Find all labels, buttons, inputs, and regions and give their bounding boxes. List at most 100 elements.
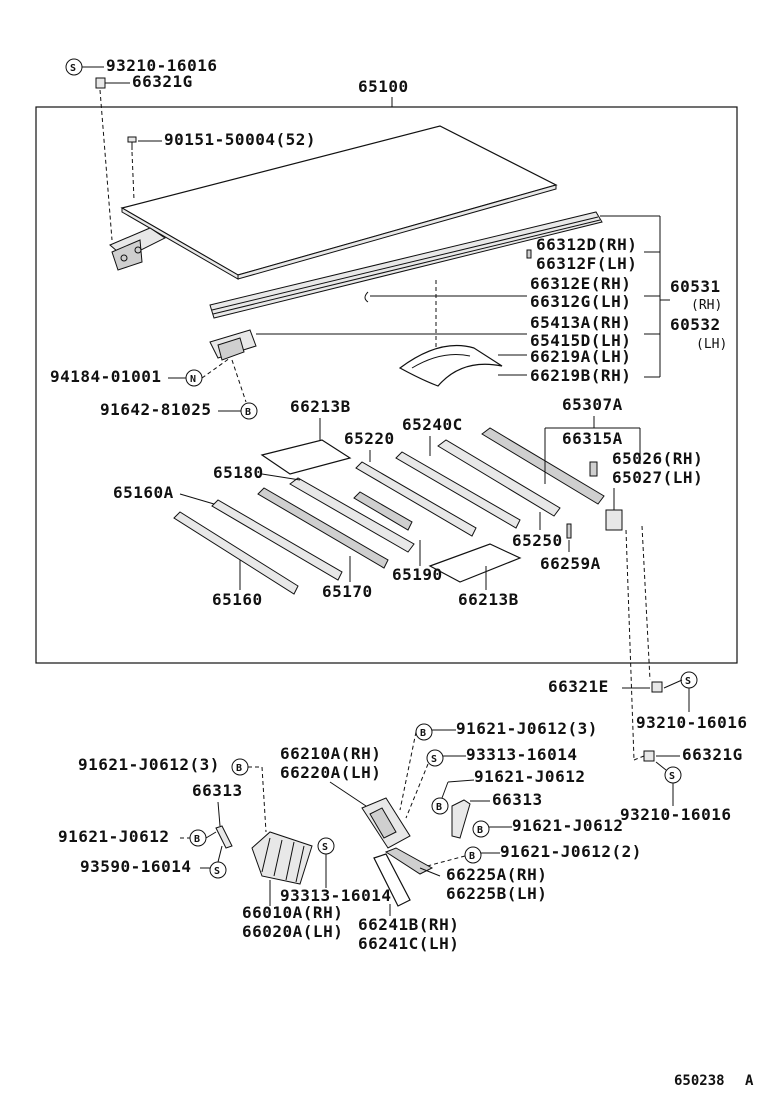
assembly-frame (35, 106, 738, 664)
svg-text:B: B (194, 834, 200, 845)
rail-65220 (355, 461, 477, 537)
callout-s-symbol-top: S (65, 58, 83, 76)
svg-text:S: S (669, 771, 675, 782)
label-66312F: 66312F(LH) (536, 254, 637, 273)
callout-b-symbol-91621-2: B (464, 846, 482, 864)
hinge-bracket-left (109, 227, 166, 271)
label-66213B-top: 66213B (290, 397, 351, 416)
rail-65240C (395, 451, 521, 529)
clip-66315A (589, 461, 598, 477)
callout-b-symbol-91621-b: B (472, 820, 490, 838)
svg-text:S: S (431, 754, 437, 765)
rail-65170 (257, 487, 389, 569)
callout-b-symbol-91621-a: B (431, 797, 449, 815)
label-66241B: 66241B(RH) (358, 915, 459, 934)
label-66312G: 66312G(LH) (530, 292, 631, 311)
label-94184-01001: 94184-01001 (50, 367, 161, 386)
label-66259A: 66259A (540, 554, 601, 573)
svg-text:S: S (685, 676, 691, 687)
label-65415D: 65415D(LH) (530, 331, 631, 350)
label-66219B: 66219B(RH) (530, 366, 631, 385)
hook-66312E (364, 291, 369, 303)
pad-66225A (384, 847, 434, 875)
label-93313-16014-bottom: 93313-16014 (280, 886, 391, 905)
label-60531-side: (RH) (691, 298, 722, 313)
bolt-icon (127, 136, 137, 150)
label-66220A: 66220A(LH) (280, 763, 381, 782)
label-66213B-bottom: 66213B (458, 590, 519, 609)
label-65250: 65250 (512, 531, 563, 550)
label-66241C: 66241C(LH) (358, 934, 459, 953)
svg-text:B: B (420, 728, 426, 739)
callout-b-symbol-91621-3-right: B (415, 723, 433, 741)
bracket-65026 (605, 509, 623, 531)
label-65190: 65190 (392, 565, 443, 584)
label-66312D: 66312D(RH) (536, 235, 637, 254)
callout-s-symbol-93313-bottom: S (317, 837, 335, 855)
svg-text:S: S (70, 63, 76, 74)
label-66321E: 66321E (548, 677, 609, 696)
label-91621-J0612-2: 91621-J0612(2) (500, 842, 642, 861)
label-65027: 65027(LH) (612, 468, 703, 487)
rail-65180 (289, 477, 415, 553)
clip-66321G-top (95, 77, 106, 89)
diagram-rev: A (745, 1073, 754, 1089)
label-91642-81025: 91642-81025 (100, 400, 211, 419)
label-66010A: 66010A(RH) (242, 903, 343, 922)
svg-text:B: B (245, 407, 251, 418)
clip-66321G-mid (643, 750, 655, 762)
label-66321G-top: 66321G (132, 72, 193, 91)
label-66313-right: 66313 (492, 790, 543, 809)
mat-66213B-top (260, 439, 352, 475)
label-65413A: 65413A(RH) (530, 313, 631, 332)
label-65160A: 65160A (113, 483, 174, 502)
label-66315A: 66315A (562, 429, 623, 448)
label-66225B: 66225B(LH) (446, 884, 547, 903)
svg-text:N: N (190, 374, 196, 385)
callout-s-symbol-93313-right: S (426, 749, 444, 767)
rail-65160 (173, 511, 299, 595)
svg-text:S: S (214, 866, 220, 877)
label-93210-16016-bottom: 93210-16016 (620, 805, 731, 824)
callout-n-symbol: N (185, 369, 203, 387)
label-90151-50004: 90151-50004(52) (164, 130, 316, 149)
label-65160: 65160 (212, 590, 263, 609)
bracket-66313-right (451, 799, 471, 839)
callout-s-symbol-66321E: S (680, 671, 698, 689)
rail-65160A (211, 499, 343, 581)
svg-text:S: S (322, 842, 328, 853)
callout-s-symbol-93590: S (209, 861, 227, 879)
rail-66312 (209, 211, 603, 319)
bracket-66210A (361, 797, 411, 849)
label-65240C: 65240C (402, 415, 463, 434)
bracket-65413A (209, 329, 257, 361)
guard-66010A (251, 831, 313, 885)
label-93210-16016-mid: 93210-16016 (636, 713, 747, 732)
rail-65250 (437, 439, 561, 517)
label-66312E: 66312E(RH) (530, 274, 631, 293)
label-91621-J0612-3-right: 91621-J0612(3) (456, 719, 598, 738)
label-65026: 65026(RH) (612, 449, 703, 468)
svg-text:B: B (236, 763, 242, 774)
label-91621-J0612-b: 91621-J0612 (512, 816, 623, 835)
label-65170: 65170 (322, 582, 373, 601)
label-65100: 65100 (358, 77, 409, 96)
label-66313-left: 66313 (192, 781, 243, 800)
callout-b-symbol-91621-3-left: B (231, 758, 249, 776)
rail-65190 (353, 491, 413, 531)
mat-66213B-bottom (428, 543, 522, 583)
callout-b-symbol-91621-left: B (189, 829, 207, 847)
clip-66312D (526, 249, 532, 259)
label-93210-16016-top: 93210-16016 (106, 56, 217, 75)
cover-66219 (398, 344, 503, 387)
label-60532-side: (LH) (696, 337, 727, 352)
label-65307A: 65307A (562, 395, 623, 414)
label-60532: 60532 (670, 315, 721, 334)
svg-text:B: B (436, 802, 442, 813)
label-66321G-mid: 66321G (682, 745, 743, 764)
callout-b-symbol-91642: B (240, 402, 258, 420)
diagram-id: 650238 (674, 1073, 725, 1089)
label-60531: 60531 (670, 277, 721, 296)
label-91621-J0612-left: 91621-J0612 (58, 827, 169, 846)
label-93313-16014-right: 93313-16014 (466, 745, 577, 764)
